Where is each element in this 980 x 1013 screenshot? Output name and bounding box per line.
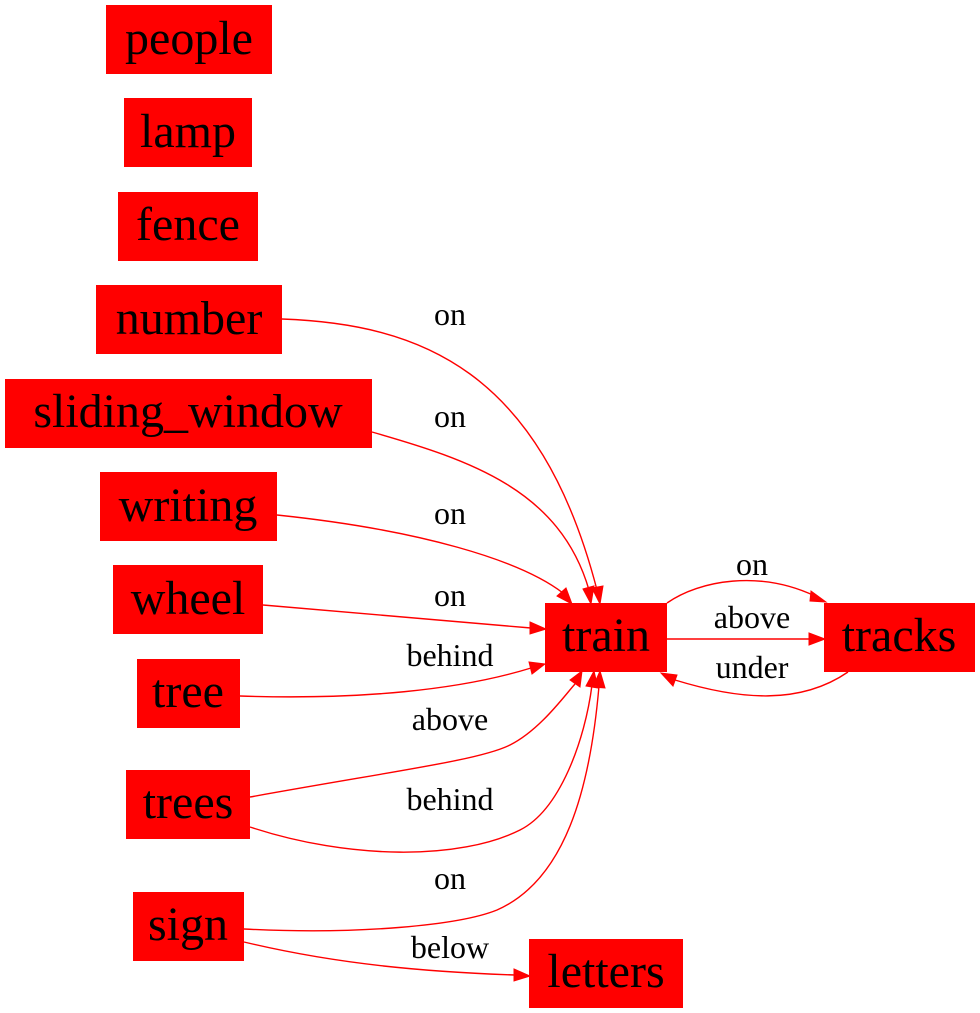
node-train: train bbox=[545, 603, 667, 672]
nodes: people lamp fence number sliding_window … bbox=[5, 5, 975, 1008]
edge-label-tree-behind: behind bbox=[406, 637, 493, 673]
edge-label-number-on: on bbox=[434, 296, 466, 332]
node-label-tree: tree bbox=[152, 665, 224, 718]
node-tracks: tracks bbox=[824, 603, 975, 672]
node-tree: tree bbox=[137, 659, 240, 728]
edge-sign-letters-below: below bbox=[243, 929, 532, 982]
edge-label-train-above: above bbox=[714, 599, 790, 635]
edge-trees-train-behind: behind bbox=[249, 669, 599, 853]
edge-number-train-on: on bbox=[281, 296, 604, 606]
node-label-fence: fence bbox=[136, 198, 240, 251]
edge-tracks-train-under: under bbox=[659, 649, 849, 697]
node-label-wheel: wheel bbox=[131, 572, 246, 625]
edge-train-tracks-on: on bbox=[666, 546, 828, 604]
edge-wheel-train-on: on bbox=[262, 577, 548, 635]
node-label-letters: letters bbox=[547, 945, 664, 998]
edge-label-sliding-window-on: on bbox=[434, 398, 466, 434]
node-label-tracks: tracks bbox=[842, 609, 957, 662]
edge-writing-train-on: on bbox=[276, 495, 573, 606]
node-label-lamp: lamp bbox=[140, 105, 236, 158]
node-label-number: number bbox=[116, 292, 263, 345]
edge-label-sign-on: on bbox=[434, 860, 466, 896]
node-lamp: lamp bbox=[124, 98, 252, 167]
node-letters: letters bbox=[529, 939, 683, 1008]
edges: on on on on behind a bbox=[239, 296, 849, 982]
node-label-people: people bbox=[125, 12, 253, 65]
node-trees: trees bbox=[126, 770, 250, 839]
edge-trees-train-above: above bbox=[249, 669, 583, 798]
node-number: number bbox=[96, 285, 282, 354]
edge-sliding-window-train-on: on bbox=[371, 398, 595, 606]
node-label-writing: writing bbox=[119, 479, 258, 532]
edge-label-trees-above: above bbox=[412, 701, 488, 737]
edge-train-tracks-above: above bbox=[667, 599, 827, 646]
edge-label-train-on: on bbox=[736, 546, 768, 582]
node-fence: fence bbox=[118, 192, 258, 261]
edge-label-wheel-on: on bbox=[434, 577, 466, 613]
node-people: people bbox=[106, 5, 272, 74]
node-label-trees: trees bbox=[143, 776, 234, 829]
node-label-sign: sign bbox=[148, 898, 228, 951]
edge-label-sign-below: below bbox=[411, 929, 489, 965]
node-label-sliding-window: sliding_window bbox=[33, 385, 343, 438]
node-wheel: wheel bbox=[113, 565, 263, 634]
node-label-train: train bbox=[562, 609, 650, 662]
edge-label-tracks-under: under bbox=[716, 649, 789, 685]
edge-tree-train-behind: behind bbox=[239, 637, 547, 698]
edge-sign-train-on: on bbox=[243, 669, 606, 932]
edge-label-trees-behind: behind bbox=[406, 781, 493, 817]
edge-label-writing-on: on bbox=[434, 495, 466, 531]
node-sign: sign bbox=[133, 892, 244, 961]
node-sliding-window: sliding_window bbox=[5, 379, 372, 448]
node-writing: writing bbox=[100, 472, 277, 541]
